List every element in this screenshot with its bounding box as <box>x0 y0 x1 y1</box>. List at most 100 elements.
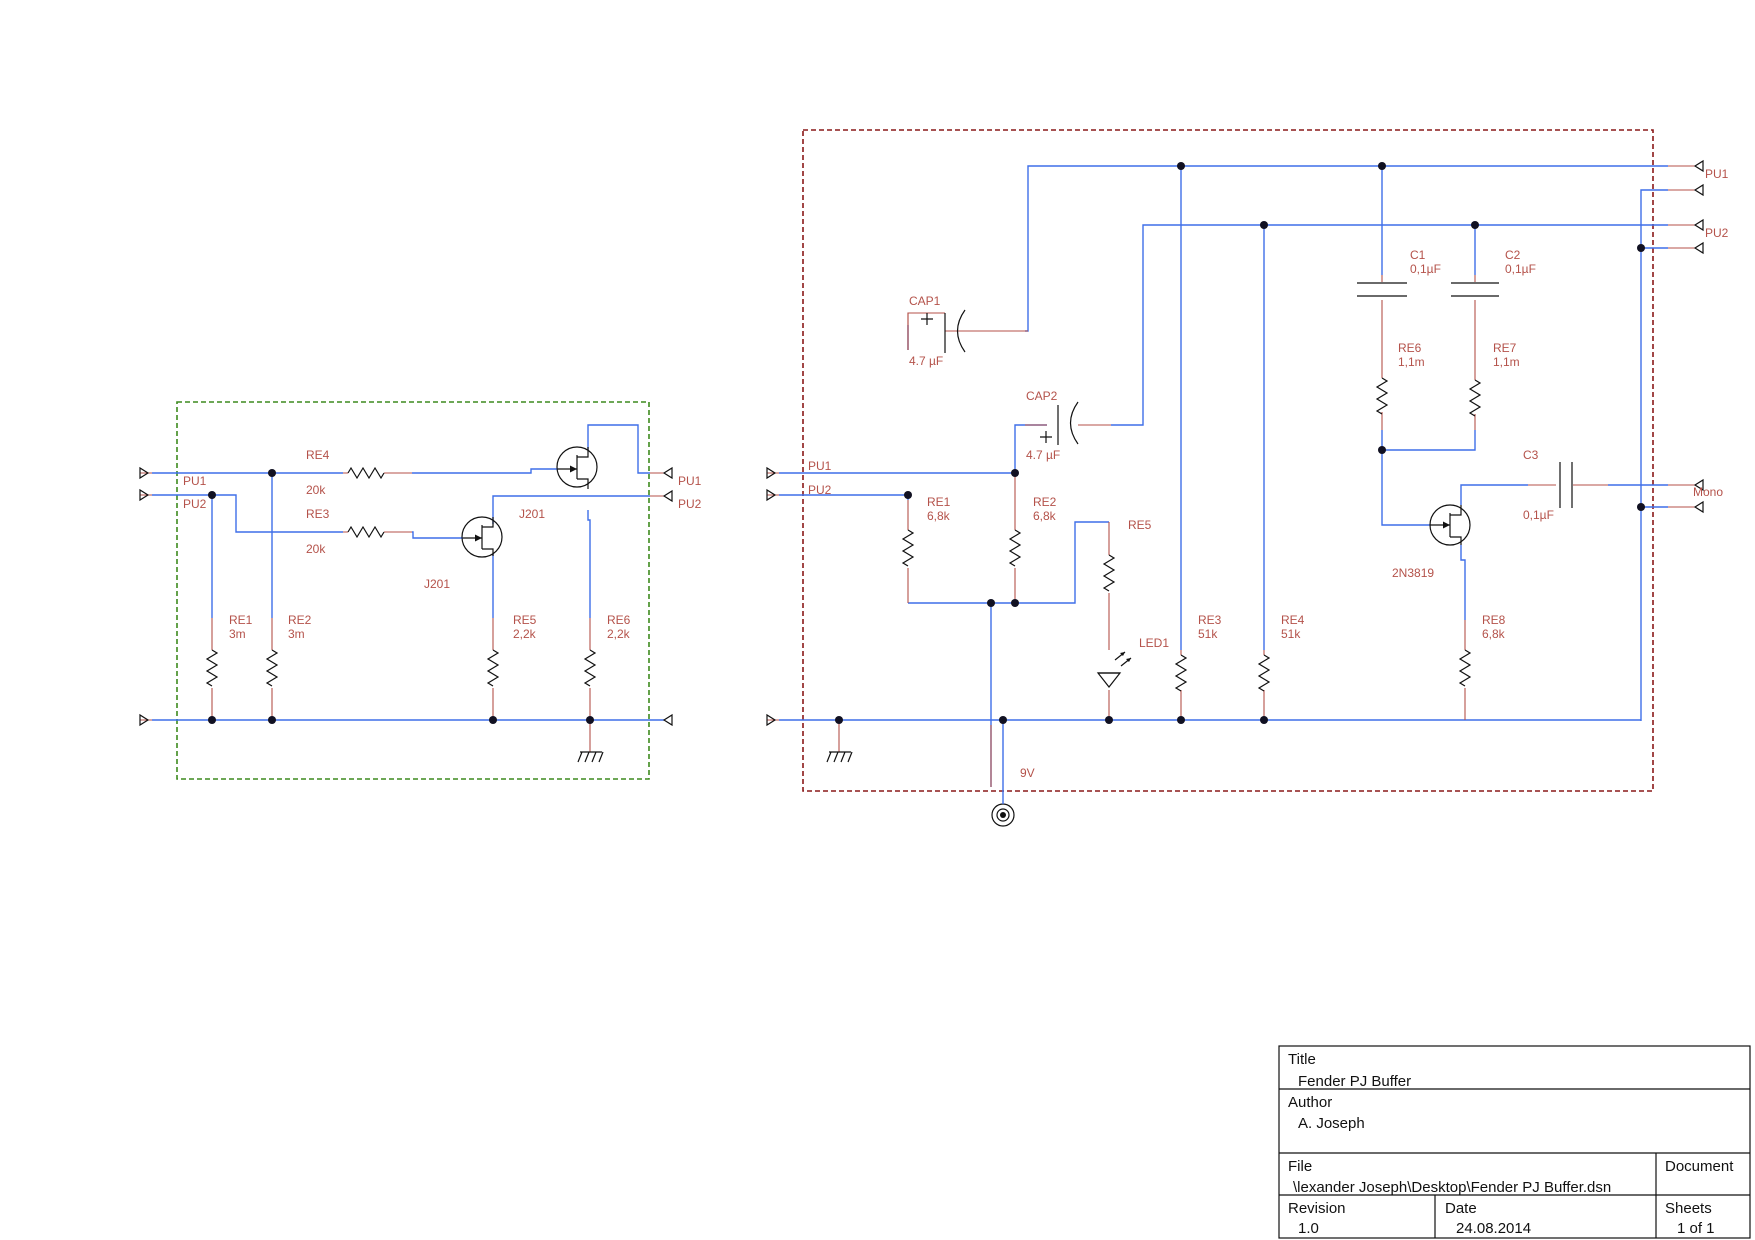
c2-value: 0,1µF <box>1505 262 1536 276</box>
right-wires <box>779 165 1668 787</box>
left-resistor-re5 <box>487 649 499 687</box>
left-pins <box>140 472 664 752</box>
right-cap-c3 <box>1559 462 1573 508</box>
title-label: Title <box>1288 1051 1316 1068</box>
left-net-label-pu2: PU2 <box>183 497 207 511</box>
left-re3-value: 20k <box>306 542 326 556</box>
left-wires <box>152 424 664 721</box>
right-resistor-re7 <box>1469 379 1481 417</box>
left-output-port-gnd <box>663 714 673 726</box>
left-ground-icon <box>577 751 604 763</box>
title-block: Title Fender PJ Buffer Author A. Joseph … <box>1278 1045 1751 1239</box>
title-value: Fender PJ Buffer <box>1298 1073 1411 1090</box>
left-re5-value: 2,2k <box>513 627 537 641</box>
c1-name: C1 <box>1410 248 1426 262</box>
right-output-port-pu1-b <box>1694 184 1704 196</box>
supply-9v-label: 9V <box>1020 766 1035 780</box>
left-re3-name: RE3 <box>306 507 330 521</box>
cap1-value: 4.7 µF <box>909 354 943 368</box>
left-re1-value: 3m <box>229 627 246 641</box>
date-label: Date <box>1445 1200 1477 1217</box>
right-output-port-pu2-b <box>1694 242 1704 254</box>
right-output-port-pu2-a <box>1694 219 1704 231</box>
date-value: 24.08.2014 <box>1456 1220 1531 1237</box>
left-resistor-re3 <box>347 526 385 538</box>
right-re8-value: 6,8k <box>1482 627 1506 641</box>
right-re3-value: 51k <box>1198 627 1218 641</box>
left-transistor-1 <box>461 516 503 558</box>
right-led-icon <box>1096 651 1132 688</box>
left-junctions <box>208 469 594 724</box>
left-re6-name: RE6 <box>607 613 631 627</box>
right-out-label-mono: Mono <box>1693 485 1723 499</box>
left-resistor-re2 <box>266 649 278 687</box>
right-resistor-re4 <box>1258 654 1270 692</box>
right-circuit-block: PU1 PU2 PU1 PU2 Mono CAP1 4.7 µF CAP2 4.… <box>766 129 1729 827</box>
right-re5-name: RE5 <box>1128 518 1152 532</box>
right-re1-value: 6,8k <box>927 509 951 523</box>
left-q1-label: J201 <box>424 577 450 591</box>
right-re7-value: 1,1m <box>1493 355 1520 369</box>
file-value: \lexander Joseph\Desktop\Fender PJ Buffe… <box>1293 1179 1611 1196</box>
revision-label: Revision <box>1288 1200 1346 1217</box>
right-ground-icon <box>826 751 853 763</box>
revision-value: 1.0 <box>1298 1220 1319 1237</box>
c3-value: 0,1µF <box>1523 508 1554 522</box>
left-circuit-block: PU1 PU2 PU1 PU2 RE4 20k RE3 20k RE1 3m R… <box>139 401 702 780</box>
cap2-value: 4.7 µF <box>1026 448 1060 462</box>
right-pins <box>767 165 1695 787</box>
left-resistor-re6 <box>584 649 596 687</box>
cap2-name: CAP2 <box>1026 389 1058 403</box>
file-label: File <box>1288 1158 1312 1175</box>
right-block-frame <box>802 129 1654 792</box>
document-label: Document <box>1665 1158 1734 1175</box>
left-resistor-re4 <box>347 467 385 479</box>
right-junctions <box>835 162 1645 724</box>
right-cap1 <box>921 309 966 353</box>
right-resistor-re5 <box>1103 554 1115 592</box>
sheets-label: Sheets <box>1665 1200 1712 1217</box>
left-out-label-pu1: PU1 <box>678 474 702 488</box>
right-re7-name: RE7 <box>1493 341 1517 355</box>
left-net-label-pu1: PU1 <box>183 474 207 488</box>
right-output-port-pu1-a <box>1694 160 1704 172</box>
left-re6-value: 2,2k <box>607 627 631 641</box>
left-output-port-pu1 <box>663 467 673 479</box>
right-net-label-pu2: PU2 <box>808 483 832 497</box>
right-resistor-re1 <box>902 529 914 567</box>
right-re2-value: 6,8k <box>1033 509 1057 523</box>
sheets-value: 1 of 1 <box>1677 1220 1715 1237</box>
right-re4-name: RE4 <box>1281 613 1305 627</box>
right-re1-name: RE1 <box>927 495 951 509</box>
left-resistor-re1 <box>206 649 218 687</box>
left-output-port-pu2 <box>663 490 673 502</box>
right-re6-name: RE6 <box>1398 341 1422 355</box>
c2-name: C2 <box>1505 248 1521 262</box>
author-value: A. Joseph <box>1298 1115 1365 1132</box>
left-re2-name: RE2 <box>288 613 312 627</box>
left-re1-name: RE1 <box>229 613 253 627</box>
left-re2-value: 3m <box>288 627 305 641</box>
right-cap2 <box>1040 401 1079 445</box>
c3-name: C3 <box>1523 448 1539 462</box>
right-resistor-re8 <box>1459 649 1471 687</box>
right-out-label-pu2: PU2 <box>1705 226 1729 240</box>
right-resistor-re3 <box>1175 654 1187 692</box>
right-cap-c1 <box>1357 282 1407 297</box>
right-out-label-pu1: PU1 <box>1705 167 1729 181</box>
right-re4-value: 51k <box>1281 627 1301 641</box>
cap1-name: CAP1 <box>909 294 941 308</box>
right-re2-name: RE2 <box>1033 495 1057 509</box>
right-re8-name: RE8 <box>1482 613 1506 627</box>
right-resistor-re2 <box>1009 529 1021 567</box>
left-q2-label: J201 <box>519 507 545 521</box>
right-net-label-pu1: PU1 <box>808 459 832 473</box>
left-re5-name: RE5 <box>513 613 537 627</box>
left-transistor-2 <box>556 446 598 489</box>
right-output-port-mono-b <box>1694 501 1704 513</box>
c1-value: 0,1µF <box>1410 262 1441 276</box>
right-cap-c2 <box>1451 282 1499 297</box>
power-jack-icon <box>991 720 1015 827</box>
author-label: Author <box>1288 1094 1332 1111</box>
